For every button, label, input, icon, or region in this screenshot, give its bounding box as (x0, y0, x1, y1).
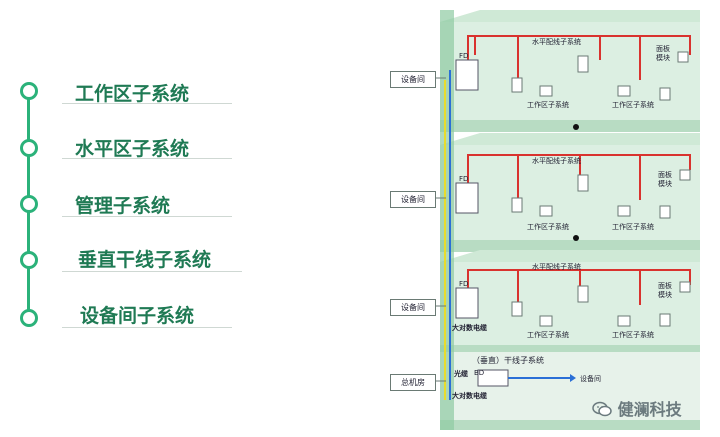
main-room-tag: 总机房 (390, 374, 436, 391)
panel-label-2b: 模块 (658, 180, 672, 188)
underline-2 (62, 158, 232, 159)
bd-label: BD (474, 369, 485, 377)
horizontal-label-1: 水平配线子系统 (532, 38, 581, 46)
panel-label-3a: 面板 (658, 282, 672, 290)
equipment-room-tag-2: 设备间 (390, 191, 436, 208)
floor-slab-1 (440, 10, 700, 132)
fd-cabinet-2 (455, 182, 479, 214)
workstation-group-1 (511, 51, 689, 101)
horizontal-label-2: 水平配线子系统 (532, 157, 581, 165)
basement-equipment-room-label: 设备间 (580, 375, 601, 383)
underline-5 (62, 327, 232, 328)
horizontal-cabling-floor-1 (467, 35, 691, 80)
watermark-text: 健澜科技 (617, 400, 682, 419)
fd-label-1: FD (459, 52, 469, 60)
panel-label-2a: 面板 (658, 171, 672, 179)
work-area-label-2b: 工作区子系统 (612, 223, 654, 231)
timeline-node-5 (20, 309, 38, 327)
bd-link-arrow (570, 374, 576, 382)
timeline-node-4 (20, 251, 38, 269)
fd-cabinet-1 (455, 59, 479, 91)
wechat-icon (592, 401, 612, 417)
subsystem-label-3: 管理子系统 (75, 195, 171, 217)
building-shaft (440, 10, 454, 430)
vertical-backbone-label: （垂直）干线子系统 (472, 356, 544, 365)
subsystem-label-2: 水平区子系统 (75, 138, 190, 160)
work-area-label-3a: 工作区子系统 (527, 331, 569, 339)
continuation-dot-2 (573, 235, 579, 241)
subsystem-label-5: 设备间子系统 (80, 305, 195, 327)
work-area-label-2a: 工作区子系统 (527, 223, 569, 231)
horizontal-cabling-floor-3 (467, 269, 691, 305)
equipment-room-tag-1: 设备间 (390, 71, 436, 88)
timeline-node-2 (20, 139, 38, 157)
watermark: 健澜科技 (592, 396, 682, 420)
fd-cabinet-3 (455, 287, 479, 319)
floor-slab-2 (440, 133, 700, 252)
cable-label-floor-3: 大对数电缆 (452, 324, 487, 332)
basement-cable-label: 大对数电缆 (452, 392, 487, 400)
timeline-node-3 (20, 195, 38, 213)
floor-slab-3 (440, 250, 700, 352)
subsystem-label-1: 工作区子系统 (75, 83, 190, 105)
fd-label-3: FD (459, 280, 469, 288)
equipment-room-tag-3: 设备间 (390, 299, 436, 316)
work-area-label-1a: 工作区子系统 (527, 101, 569, 109)
horizontal-label-3: 水平配线子系统 (532, 263, 581, 271)
fiber-label: 光缆 (454, 370, 468, 378)
horizontal-cabling-floor-2 (467, 154, 691, 200)
panel-label-3b: 模块 (658, 291, 672, 299)
fd-label-2: FD (459, 175, 469, 183)
basement-slab (440, 352, 700, 430)
workstation-group-3 (511, 281, 691, 327)
workstation-group-2 (511, 169, 691, 219)
work-area-label-3b: 工作区子系统 (612, 331, 654, 339)
continuation-dot-1 (573, 124, 579, 130)
subsystem-label-4: 垂直干线子系统 (78, 249, 212, 271)
underline-4 (62, 271, 242, 272)
panel-label-1a: 面板 (656, 45, 670, 53)
panel-label-1b: 模块 (656, 54, 670, 62)
underline-1 (62, 103, 232, 104)
underline-3 (62, 216, 232, 217)
work-area-label-1b: 工作区子系统 (612, 101, 654, 109)
timeline-node-1 (20, 82, 38, 100)
